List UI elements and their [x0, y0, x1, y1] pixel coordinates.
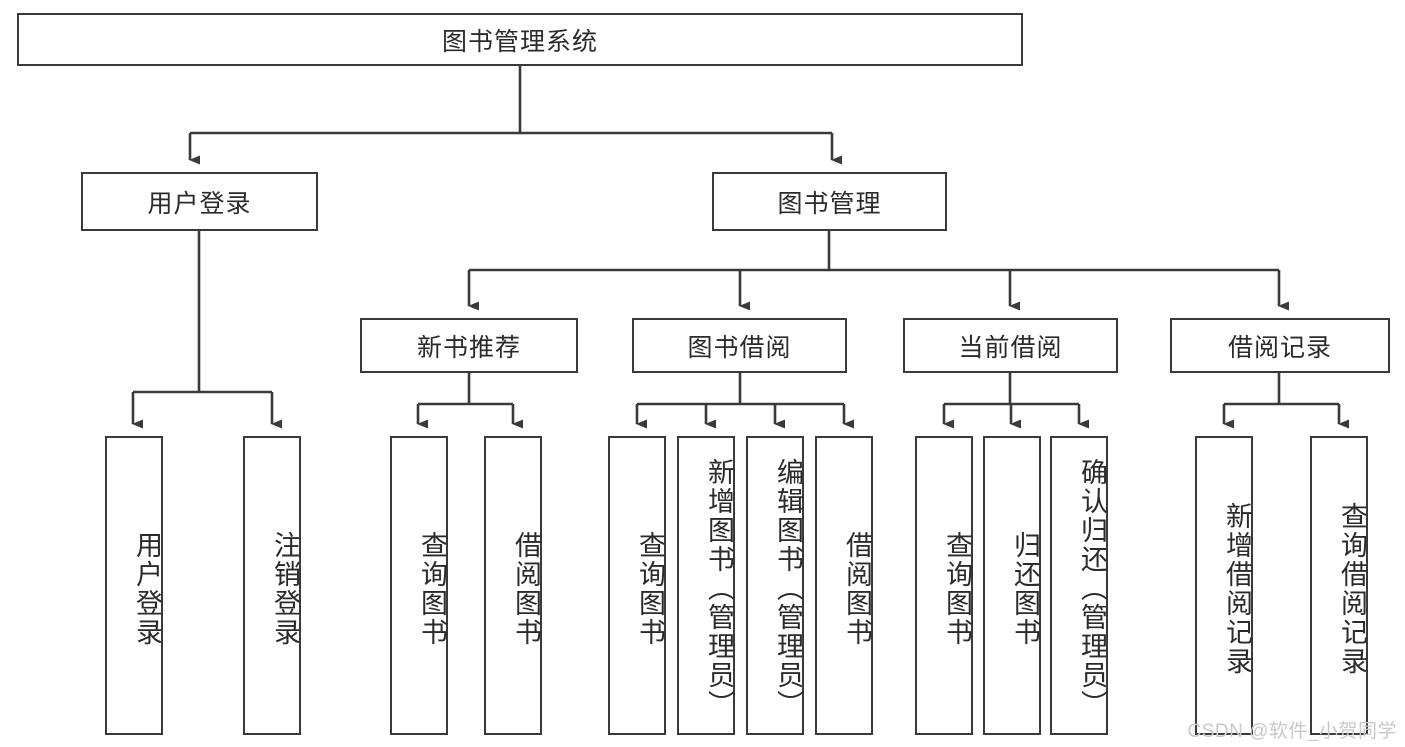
node-label: 借阅图书 [842, 530, 872, 647]
node-leaf-confirm-return[interactable]: 确认归还（管理员） [1050, 436, 1108, 735]
node-leaf-user-login[interactable]: 用户登录 [105, 436, 163, 735]
node-label: 归还图书 [1010, 530, 1040, 647]
node-new-book-recommend[interactable]: 新书推荐 [360, 318, 578, 373]
node-leaf-edit-book[interactable]: 编辑图书（管理员） [746, 436, 804, 735]
node-label: 查询图书 [942, 530, 972, 647]
node-borrow-record[interactable]: 借阅记录 [1170, 318, 1390, 373]
node-label: 图书借阅 [687, 333, 792, 362]
node-label: 查询图书 [635, 530, 665, 647]
node-label: 注销登录 [270, 530, 300, 647]
watermark-text: CSDN @软件_小贺同学 [1187, 721, 1397, 742]
node-label: 图书管理 [777, 189, 882, 218]
node-label: 查询借阅记录 [1337, 501, 1367, 676]
node-leaf-logout[interactable]: 注销登录 [243, 436, 301, 735]
node-label: 借阅记录 [1227, 333, 1332, 362]
node-leaf-query-record[interactable]: 查询借阅记录 [1310, 436, 1368, 735]
node-current-borrow[interactable]: 当前借阅 [903, 318, 1118, 373]
node-book-management[interactable]: 图书管理 [712, 172, 947, 231]
node-leaf-query-book-1[interactable]: 查询图书 [390, 436, 448, 735]
node-label: 新增借阅记录 [1222, 501, 1252, 676]
node-label: 确认归还（管理员） [1077, 458, 1107, 719]
node-leaf-return-book[interactable]: 归还图书 [983, 436, 1041, 735]
node-label: 编辑图书（管理员） [773, 458, 803, 719]
node-label: 用户登录 [147, 189, 252, 218]
node-label: 查询图书 [417, 530, 447, 647]
node-label: 当前借阅 [958, 333, 1063, 362]
node-label: 图书管理系统 [441, 27, 598, 56]
node-leaf-query-book-2[interactable]: 查询图书 [608, 436, 666, 735]
node-leaf-add-book[interactable]: 新增图书（管理员） [677, 436, 735, 735]
node-leaf-query-book-3[interactable]: 查询图书 [915, 436, 973, 735]
node-leaf-add-record[interactable]: 新增借阅记录 [1195, 436, 1253, 735]
node-label: 新增图书（管理员） [704, 458, 734, 719]
node-label: 用户登录 [132, 530, 162, 647]
node-leaf-borrow-book-1[interactable]: 借阅图书 [484, 436, 542, 735]
node-book-management-system[interactable]: 图书管理系统 [17, 13, 1023, 66]
node-book-borrow[interactable]: 图书借阅 [632, 318, 847, 373]
node-user-login[interactable]: 用户登录 [81, 172, 318, 231]
node-label: 新书推荐 [416, 333, 521, 362]
node-leaf-borrow-book-2[interactable]: 借阅图书 [815, 436, 873, 735]
node-label: 借阅图书 [511, 530, 541, 647]
